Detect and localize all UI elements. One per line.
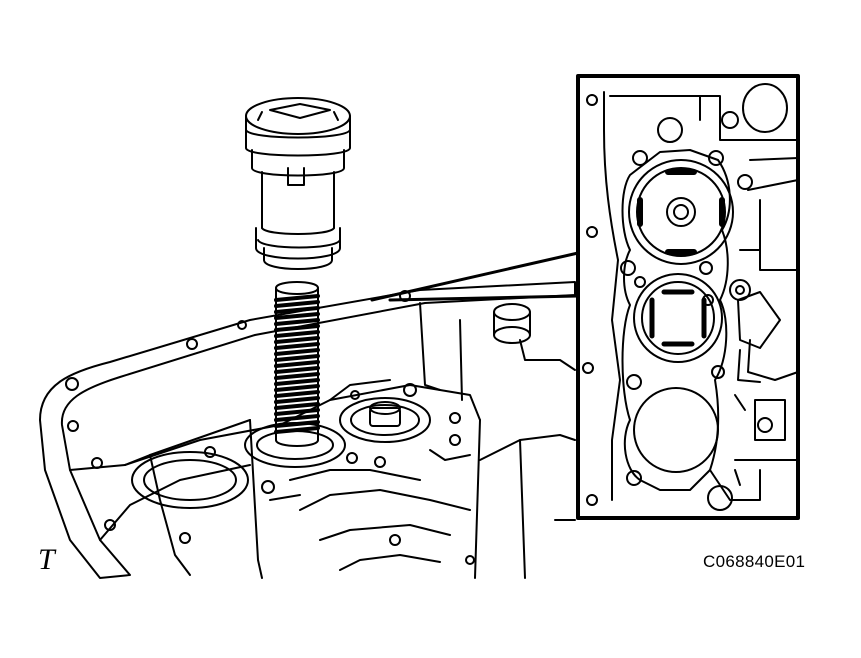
callout-leader: [370, 251, 580, 302]
view-mark: T: [38, 543, 55, 576]
transmission-case: [39, 281, 576, 579]
figure-code: C068840E01: [703, 552, 806, 571]
inset-detail: [576, 74, 800, 520]
accumulator-piston: [245, 97, 351, 270]
return-spring: [274, 281, 320, 447]
